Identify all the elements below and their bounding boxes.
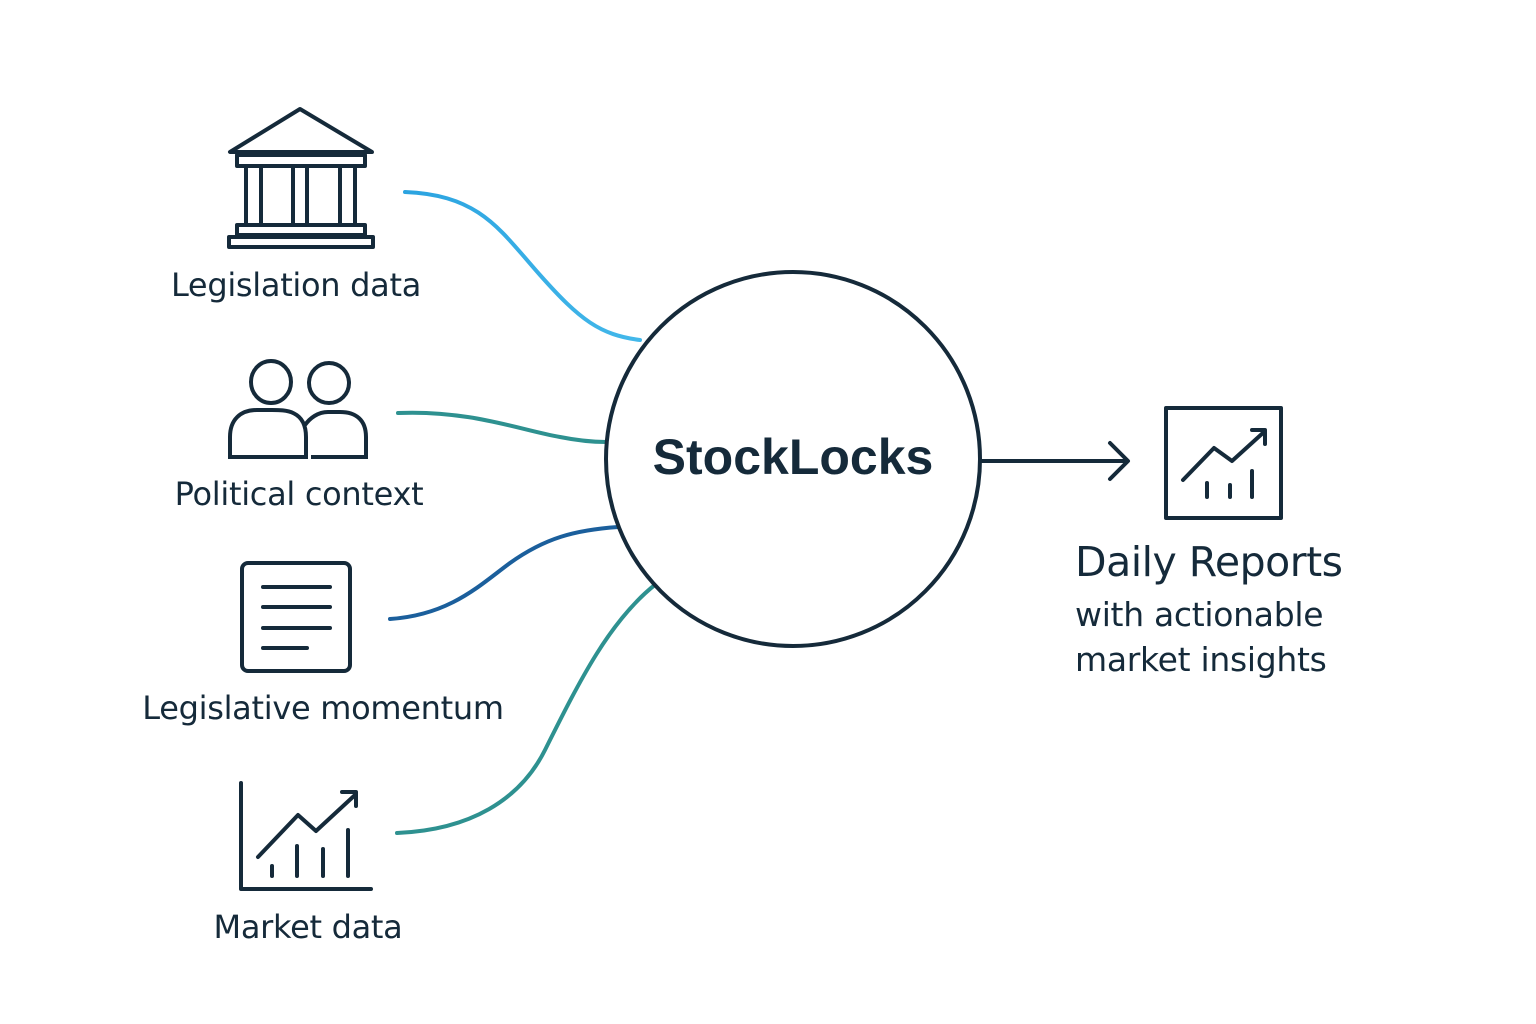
input-label-market-data: Market data bbox=[213, 908, 403, 946]
connector-legislative-momentum bbox=[388, 525, 620, 621]
connector-legislation-data bbox=[403, 190, 642, 342]
government-building-icon bbox=[227, 107, 375, 249]
connector-market-data bbox=[395, 582, 658, 835]
hub-circle bbox=[604, 270, 982, 648]
output-title: Daily Reports bbox=[1075, 538, 1343, 586]
output-arrow-icon bbox=[980, 441, 1130, 481]
connector-political-context bbox=[396, 410, 608, 444]
chart-trend-icon bbox=[239, 781, 373, 891]
input-label-legislative-momentum: Legislative momentum bbox=[142, 689, 504, 727]
output-subtitle-line-1: with actionable bbox=[1075, 595, 1324, 634]
people-icon bbox=[228, 359, 368, 459]
output-subtitle-line-2: market insights bbox=[1075, 640, 1327, 679]
document-icon bbox=[240, 561, 352, 673]
hub-title: StockLocks bbox=[652, 429, 934, 485]
input-label-political-context: Political context bbox=[174, 475, 424, 513]
input-label-legislation-data: Legislation data bbox=[170, 266, 422, 304]
report-chart-icon bbox=[1164, 406, 1283, 520]
